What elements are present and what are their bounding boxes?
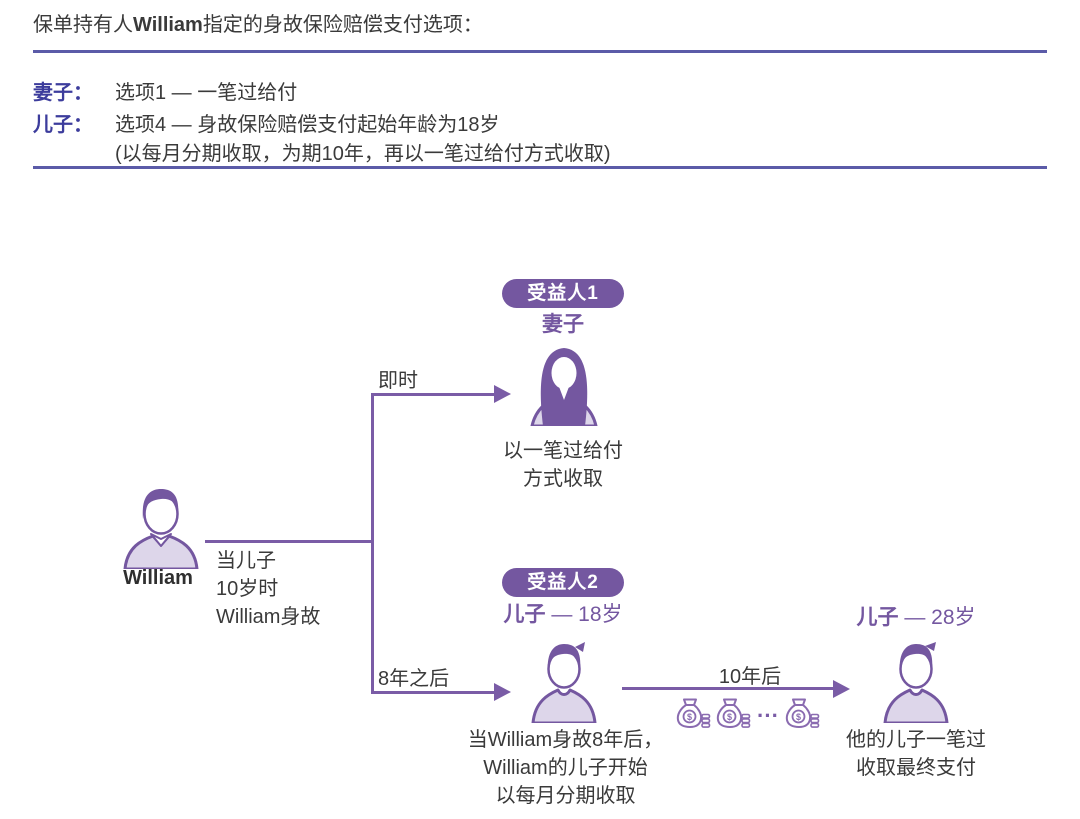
beneficiary2-description: 当William身故8年后， William的儿子开始 以每月分期收取 xyxy=(438,726,693,810)
option-row-son-value-note: (以每月分期收取，为期10年，再以一笔过给付方式收取) xyxy=(115,143,611,165)
option-row-wife-label: 妻子： xyxy=(33,82,93,104)
final-son-age-text: — 28岁 xyxy=(898,606,976,629)
ellipsis-dots: ··· xyxy=(757,703,779,728)
final-son-name: 儿子 — 28岁 xyxy=(816,601,1016,631)
death-event-line-3: William身故 xyxy=(216,606,321,628)
connector-vertical-line xyxy=(371,393,374,694)
divider-top xyxy=(33,50,1047,53)
beneficiary1-name-text: 妻子 xyxy=(542,313,584,336)
beneficiary1-name: 妻子 xyxy=(463,308,663,338)
beneficiary2-badge: 受益人2 xyxy=(502,568,624,597)
final-son-desc-line-1: 他的儿子一笔过 xyxy=(846,729,986,751)
money-bag-icon xyxy=(785,698,820,729)
money-bag-icon xyxy=(676,698,711,729)
title-prefix: 保单持有人 xyxy=(33,14,133,36)
final-son-description: 他的儿子一笔过 收取最终支付 xyxy=(816,726,1016,782)
beneficiary2-desc-line-2: William的儿子开始 xyxy=(483,757,648,779)
death-event-note: 当儿子 10岁时 William身故 xyxy=(216,547,320,631)
beneficiary2-age-text: — 18岁 xyxy=(545,603,623,626)
title-policyholder-name: William xyxy=(133,14,203,36)
top-arrowhead-icon xyxy=(494,385,511,403)
branch-label-after-8-years: 8年之后 xyxy=(378,668,450,690)
son-28-person-icon xyxy=(883,642,949,723)
option-row-son-label: 儿子： xyxy=(33,114,93,136)
connector-william-line xyxy=(205,540,372,543)
beneficiary1-description: 以一笔过给付 方式收取 xyxy=(463,437,663,493)
page-title: 保单持有人William指定的身故保险赔偿支付选项： xyxy=(33,8,483,37)
death-event-line-1: 当儿子 xyxy=(216,550,276,572)
connector-final-arrow-line xyxy=(622,687,834,690)
beneficiary1-badge: 受益人1 xyxy=(502,279,624,308)
death-event-line-2: 10岁时 xyxy=(216,578,279,600)
bottom-arrowhead-icon xyxy=(494,683,511,701)
connector-top-arrow-line xyxy=(371,393,496,396)
beneficiary2-desc-line-3: 以每月分期收取 xyxy=(495,785,636,807)
connector-bottom-arrow-line xyxy=(371,691,496,694)
beneficiary2-desc-line-1: 当William身故8年后， xyxy=(467,729,664,751)
william-name-label: William xyxy=(123,567,193,589)
final-son-desc-line-2: 收取最终支付 xyxy=(856,757,976,779)
option-row-wife-value: 选项1 — 一笔过给付 xyxy=(115,82,298,104)
beneficiary1-desc-line-2: 方式收取 xyxy=(523,468,603,490)
beneficiary1-desc-line-1: 以一笔过给付 xyxy=(503,440,623,462)
final-arrow-label-10-years: 10年后 xyxy=(718,666,782,688)
final-arrowhead-icon xyxy=(833,680,850,698)
william-person-icon xyxy=(123,489,199,569)
wife-person-icon xyxy=(530,348,598,426)
divider-bottom xyxy=(33,166,1047,169)
son-18-person-icon xyxy=(531,642,597,723)
branch-label-immediate: 即时 xyxy=(378,370,418,392)
money-bags-row: ··· xyxy=(676,696,820,729)
money-bag-icon xyxy=(716,698,751,729)
beneficiary2-name: 儿子 — 18岁 xyxy=(463,598,663,628)
title-suffix: 指定的身故保险赔偿支付选项： xyxy=(202,14,483,36)
final-son-name-text: 儿子 xyxy=(856,606,899,629)
beneficiary2-name-text: 儿子 xyxy=(503,603,546,626)
option-row-son-value: 选项4 — 身故保险赔偿支付起始年龄为18岁 xyxy=(115,114,500,136)
